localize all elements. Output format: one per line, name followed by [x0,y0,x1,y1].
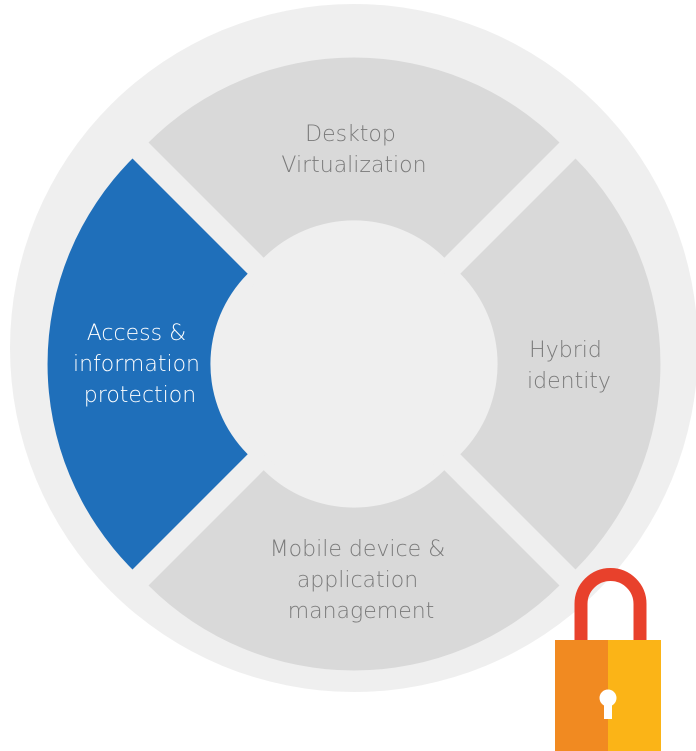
label-hybrid-identity-line-2: identity [527,369,611,394]
padlock-icon [555,568,661,751]
keyhole-slot [604,700,612,719]
label-hybrid-identity: Hybrid identity [527,338,611,394]
label-access-information-protection: Access & information protection [73,321,207,408]
label-desktop-virtualization-line-2: Virtualization [281,153,426,178]
label-mobile-device-line-2: application [297,568,418,593]
label-access-line-2: information [73,352,200,377]
segment-desktop-virtualization[interactable] [148,57,560,258]
padlock-shackle [574,568,647,642]
label-access-line-3: protection [84,383,196,408]
label-desktop-virtualization-line-1: Desktop [305,122,396,147]
center-hub [226,236,482,492]
label-access-line-1: Access & [87,321,186,346]
keyhole-icon [599,689,617,707]
label-mobile-device-line-1: Mobile device & [270,537,446,562]
padlock-body-right [608,640,661,751]
segment-access-information-protection[interactable] [47,158,248,570]
label-hybrid-identity-line-1: Hybrid [529,338,602,363]
padlock-body-left [555,640,608,751]
label-mobile-device-application-management: Mobile device & application management [270,537,453,624]
label-mobile-device-line-3: management [288,599,435,624]
label-desktop-virtualization: Desktop Virtualization [281,122,426,178]
segment-hybrid-identity[interactable] [460,158,661,570]
segment-mobile-device-application-management[interactable] [148,470,560,671]
